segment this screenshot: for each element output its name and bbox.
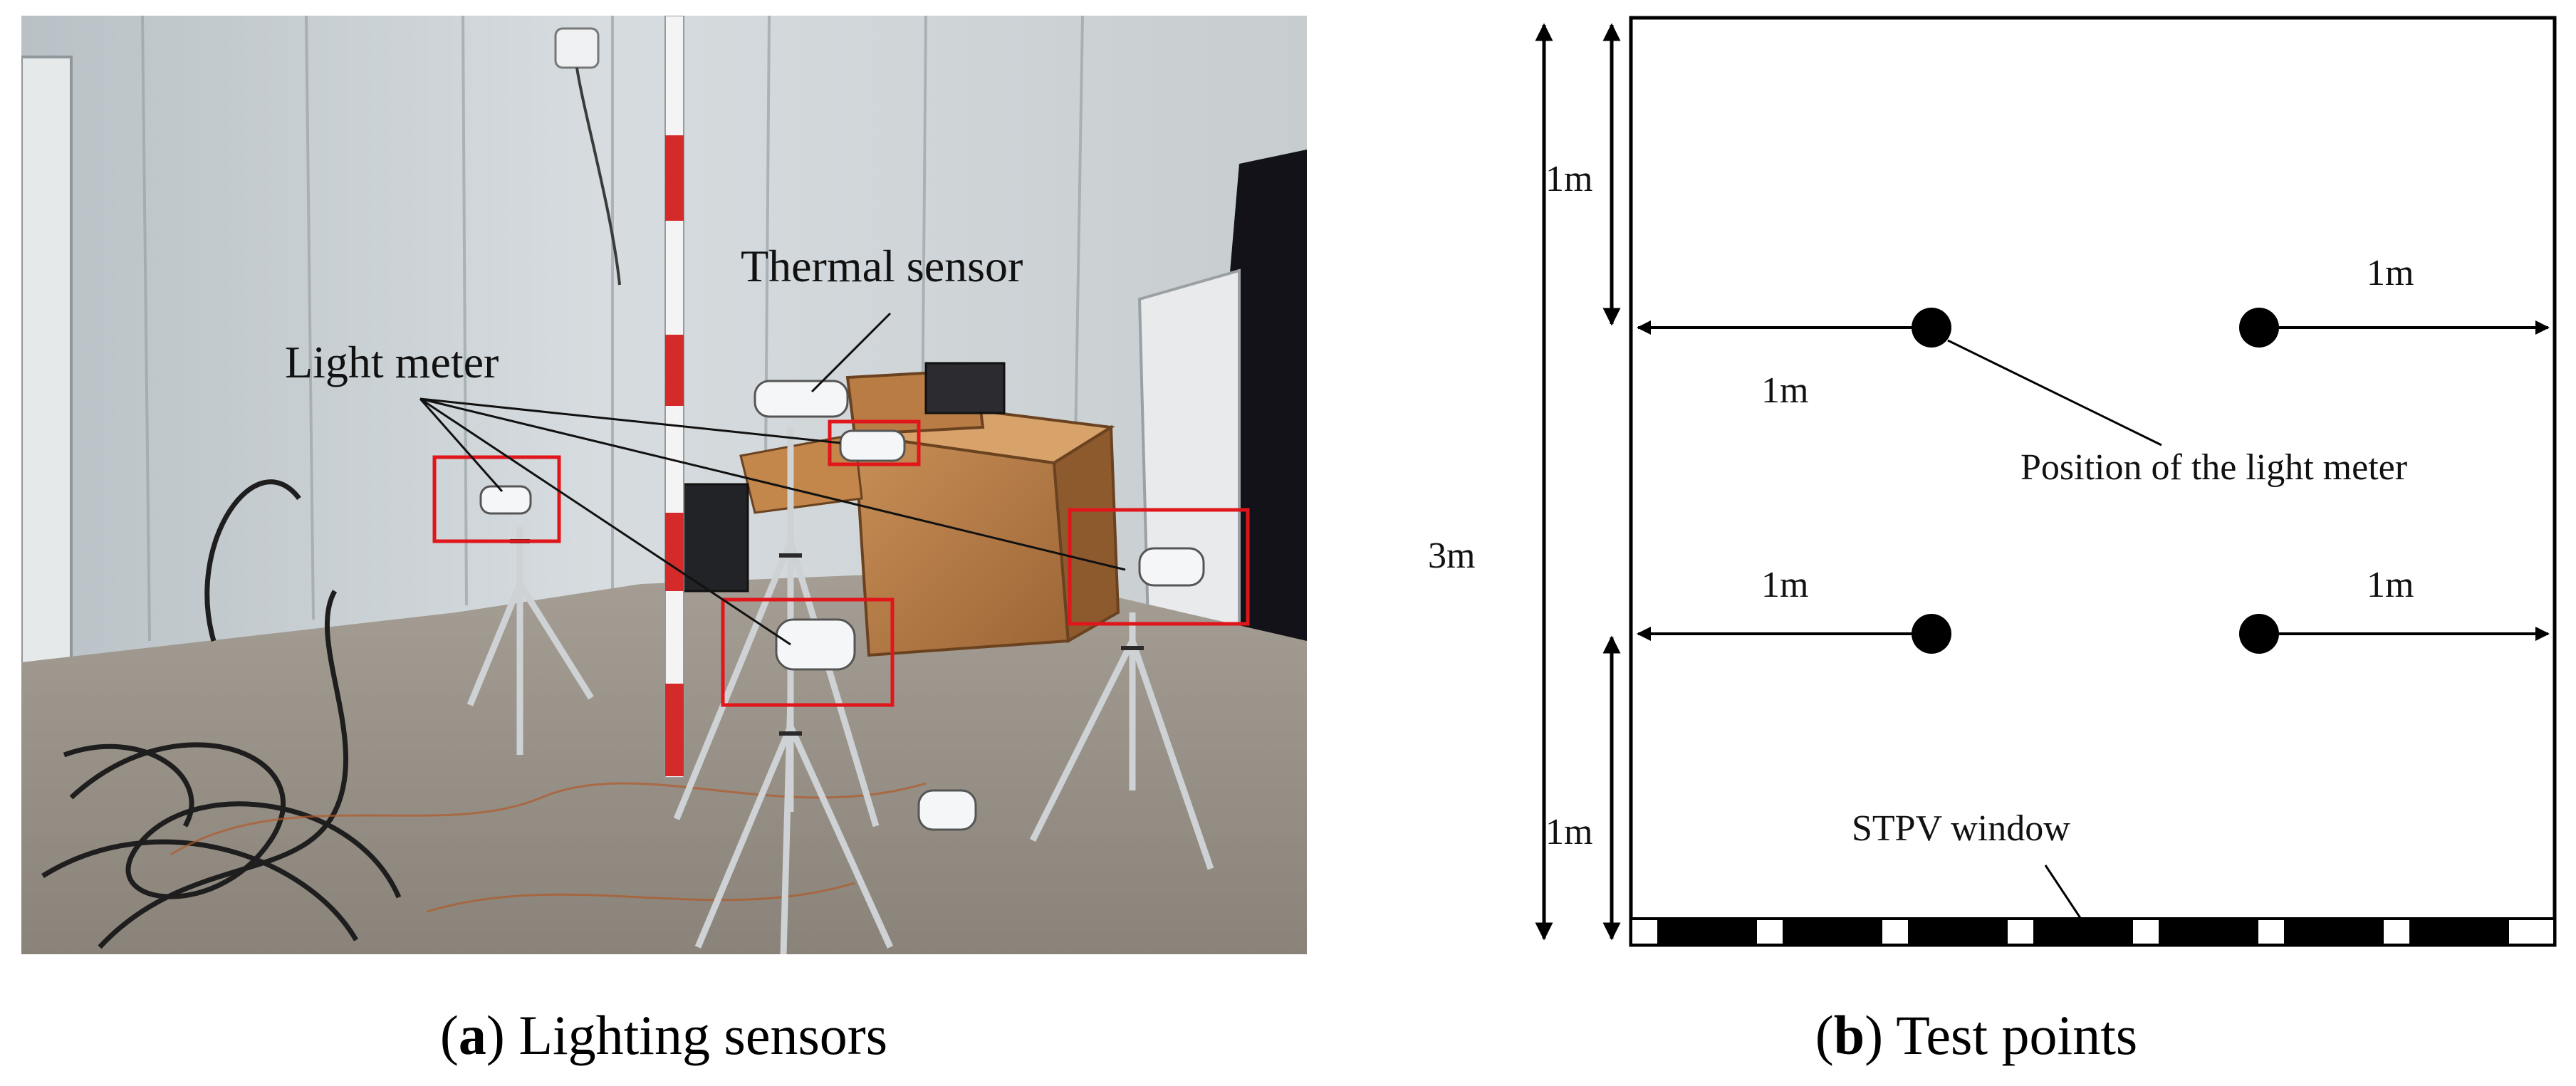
panel-a-photo bbox=[21, 16, 1307, 954]
position-leader-line bbox=[1947, 339, 2162, 447]
light-meter-label: Light meter bbox=[285, 337, 499, 387]
stpv-window-label: STPV window bbox=[1852, 808, 2070, 849]
test-point-lower-right bbox=[2239, 614, 2279, 654]
sensor-devices bbox=[479, 380, 1205, 831]
floor bbox=[21, 570, 1307, 954]
upper-left-1m-label: 1m bbox=[1761, 370, 1808, 411]
position-light-meter-label: Position of the light meter bbox=[2020, 447, 2407, 488]
thermal-sensor-device bbox=[753, 380, 849, 418]
highlight-boxes bbox=[432, 419, 1250, 707]
wall-sensor-cable bbox=[575, 67, 621, 286]
floor-cables bbox=[41, 479, 402, 949]
caption-b-letter: b bbox=[1834, 1004, 1865, 1066]
thermal-sensor-label: Thermal sensor bbox=[741, 241, 1023, 291]
measuring-pole bbox=[664, 16, 684, 778]
highlight-box-left bbox=[432, 455, 561, 543]
tripods bbox=[466, 427, 1214, 954]
test-point-lower-left bbox=[1912, 614, 1951, 654]
lower-right-1m-label: 1m bbox=[2367, 565, 2414, 605]
caption-a: (a) Lighting sensors bbox=[440, 1004, 887, 1066]
photo-leader-lines bbox=[419, 312, 1126, 646]
wall-seams bbox=[141, 16, 1084, 642]
window-leader-line bbox=[2044, 865, 2085, 923]
caption-b: (b) Test points bbox=[1815, 1004, 2138, 1066]
panel-b-diagram bbox=[1535, 16, 2557, 947]
test-point-upper-right bbox=[2239, 308, 2279, 348]
stpv-window bbox=[1629, 917, 2556, 946]
height-3m-label: 3m bbox=[1428, 536, 1475, 576]
room-outline bbox=[1629, 16, 2557, 947]
highlight-box-back bbox=[828, 419, 921, 466]
test-point-upper-left bbox=[1912, 308, 1951, 348]
highlight-box-right bbox=[1068, 508, 1250, 626]
caption-a-letter: a bbox=[459, 1004, 486, 1066]
bottom-1m-label: 1m bbox=[1545, 812, 1592, 852]
wall-sensor-box bbox=[554, 27, 600, 69]
top-1m-label: 1m bbox=[1545, 159, 1592, 199]
door-frame bbox=[21, 56, 73, 678]
upper-right-1m-label: 1m bbox=[2367, 253, 2414, 293]
caption-b-text: Test points bbox=[1896, 1004, 2137, 1066]
lower-left-1m-label: 1m bbox=[1761, 565, 1808, 605]
highlight-box-front bbox=[721, 597, 895, 707]
caption-a-text: Lighting sensors bbox=[518, 1004, 887, 1066]
